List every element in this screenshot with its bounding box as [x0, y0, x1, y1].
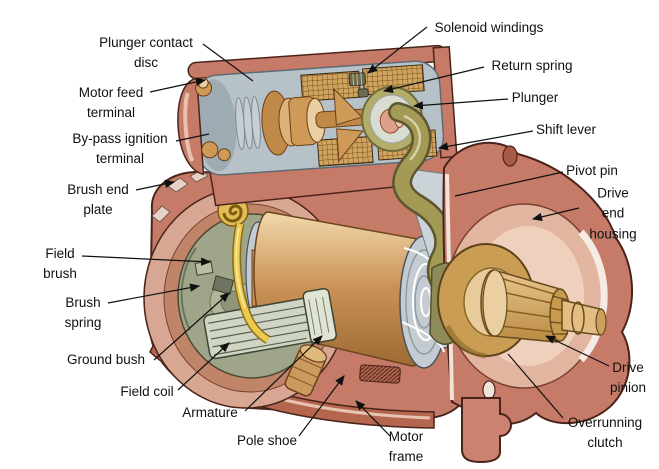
label-drive-end-housing: Drive end housing	[589, 185, 637, 242]
leader-overrunning-clutch	[507, 353, 564, 419]
label-field-brush: Field brush	[43, 245, 77, 281]
label-plunger: Plunger	[511, 89, 559, 105]
left-shell-cap	[177, 77, 205, 176]
leader-bypass-ignition-terminal	[175, 133, 210, 142]
leader-return-spring	[382, 66, 485, 93]
leader-brush-end-plate	[135, 179, 176, 191]
label-plunger-contact-disc: Plunger contact disc	[99, 34, 193, 70]
leader-ground-bush	[153, 292, 230, 361]
leader-drive-end-housing	[531, 207, 580, 221]
leader-plunger	[412, 98, 509, 110]
leader-plunger-contact-disc	[202, 43, 254, 82]
label-solenoid-windings: Solenoid windings	[434, 19, 544, 35]
label-overrunning-clutch: Overrunning clutch	[567, 414, 643, 450]
leader-solenoid-windings	[367, 26, 428, 74]
leader-motor-frame	[355, 400, 391, 437]
leader-drive-pinion	[544, 335, 610, 367]
label-field-coil: Field coil	[120, 383, 174, 399]
leader-armature	[244, 335, 323, 412]
label-brush-spring: Brush spring	[64, 294, 102, 330]
solenoid-assembly	[177, 44, 458, 207]
leader-motor-feed-terminal	[149, 77, 207, 93]
label-motor-frame: Motor frame	[388, 428, 424, 464]
leader-field-brush	[81, 255, 212, 266]
label-pole-shoe: Pole shoe	[236, 432, 298, 448]
mounting-foot	[461, 397, 512, 464]
leader-field-coil	[177, 342, 230, 391]
label-motor-feed-terminal: Motor feed terminal	[78, 84, 144, 120]
label-armature: Armature	[182, 404, 238, 420]
field-brush-strap	[232, 223, 271, 344]
leader-lines	[81, 26, 610, 437]
label-shift-lever: Shift lever	[535, 121, 597, 137]
return-spring-part	[348, 72, 369, 98]
label-pivot-pin: Pivot pin	[566, 162, 618, 178]
label-return-spring: Return spring	[491, 57, 573, 73]
plunger-contact-disc-part	[235, 90, 369, 156]
leader-pole-shoe	[298, 375, 345, 437]
leader-shift-lever	[437, 130, 534, 151]
pole-shoe-part	[284, 344, 328, 397]
label-ground-bush: Ground bush	[66, 351, 146, 367]
drive-pinion-part	[480, 269, 607, 343]
label-bypass-ignition-terminal: By-pass ignition terminal	[72, 130, 168, 166]
label-drive-pinion: Drive pinion	[609, 359, 647, 395]
leader-brush-spring	[107, 283, 201, 304]
bypass-terminal-part	[201, 141, 231, 162]
leader-pivot-pin	[454, 171, 564, 197]
label-brush-end-plate: Brush end plate	[67, 181, 129, 217]
